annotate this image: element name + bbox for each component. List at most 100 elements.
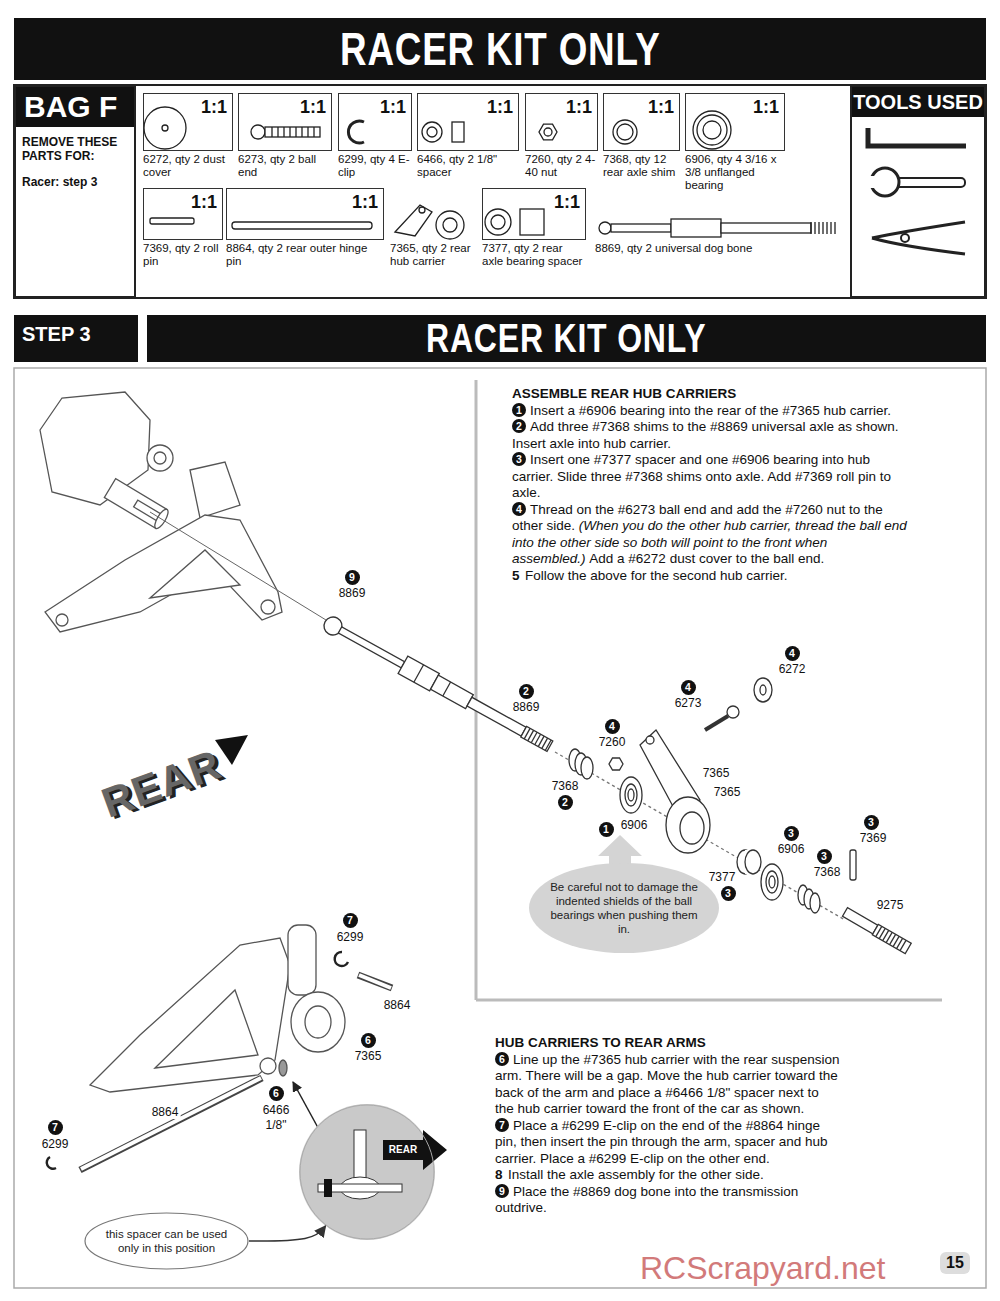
tools-title: TOOLS USED: [852, 87, 984, 117]
callout-number: 6: [269, 1086, 284, 1101]
tool-icon: [895, 178, 965, 187]
instruction-text: Add three #7368 shims to the #8869 unive…: [512, 419, 898, 451]
dog-bone-drawing: [414, 665, 452, 698]
part-cell: 1:16273, qty 2 ball end: [238, 93, 332, 179]
part-cell: 1:16466, qty 2 1/8" spacer: [417, 93, 519, 179]
part-number: 7365: [353, 1049, 384, 1063]
callout-oval: Be careful not to damage the indented sh…: [528, 862, 720, 954]
arm-drawing: [47, 1157, 56, 1169]
arm-drawing: [359, 975, 391, 988]
hub-carrier-drawing: [745, 850, 761, 874]
part-icon: [613, 120, 637, 144]
part-icon: [232, 222, 372, 229]
tools-panel: TOOLS USED: [850, 85, 986, 298]
transmission-drawing: [150, 550, 240, 598]
instruction-paragraph: 9Place the #8869 dog bone into the trans…: [495, 1184, 840, 1217]
part-icon: [144, 107, 186, 149]
panel-frame: [14, 85, 986, 298]
dog-bone-drawing: [521, 726, 553, 751]
hub-carrier-drawing: [625, 784, 637, 806]
tool-icon: [872, 222, 965, 254]
oval-outline: [84, 1212, 249, 1270]
oval-outline: [528, 862, 720, 954]
instruction-paragraph: 8Install the axle assembly for the other…: [495, 1167, 840, 1184]
bag-panel: BAG FREMOVE THESE PARTS FOR:Racer: step …: [14, 85, 136, 298]
tool-icon: [868, 128, 966, 146]
step-number: 3: [512, 452, 526, 466]
hub-carrier-drawing: [628, 789, 634, 801]
transmission-drawing: [40, 392, 326, 632]
part-caption: 8869, qty 2 universal dog bone: [595, 242, 840, 255]
arm-drawing: [291, 992, 345, 1052]
tool-icon: [901, 234, 909, 242]
arm-drawing: [155, 990, 258, 1068]
panel-frame: [14, 85, 986, 1288]
part-number: 6299: [335, 930, 366, 944]
part-cell: 1:17260, qty 2 4-40 nut: [525, 93, 598, 179]
part-icon: [443, 218, 457, 232]
panel-frame: [475, 380, 478, 1000]
oval-shape: [529, 863, 719, 953]
part-area: [390, 188, 480, 240]
callout-number: 7: [343, 913, 358, 928]
hub-carrier-drawing: [843, 908, 878, 934]
dog-bone-drawing: [431, 675, 474, 708]
hub-carrier-drawing: [754, 678, 772, 702]
scale-label: 1:1: [191, 192, 217, 212]
part-icon: [162, 125, 168, 131]
hub-carrier-drawing: [581, 757, 593, 779]
part-icon: [544, 128, 552, 136]
hub-carrier-drawing: [680, 812, 704, 844]
tool-icon: [868, 128, 966, 254]
part-icon: [452, 122, 464, 142]
callout-number: 9: [345, 570, 360, 585]
part-cell: 1:17368, qty 12 rear axle shim: [603, 93, 680, 179]
hub-carrier-drawing: [876, 926, 906, 950]
hub-carrier-drawing: [620, 777, 642, 813]
dog-bone-drawing: [320, 613, 554, 755]
transmission-drawing: [190, 462, 240, 518]
arm-drawing: [80, 1078, 262, 1170]
step-number: 4: [512, 502, 526, 516]
part-number: 8864: [150, 1105, 181, 1119]
instruction-block: HUB CARRIERS TO REAR ARMS6Line up the #7…: [495, 1035, 840, 1217]
instruction-paragraph: 4Thread on the #6273 ball end and add th…: [512, 502, 912, 568]
instruction-paragraph: 2Add three #7368 shims to the #8869 univ…: [512, 419, 912, 452]
connector-group: [249, 1226, 326, 1241]
instruction-paragraph: 6Line up the #7365 hub carrier with the …: [495, 1052, 840, 1118]
inset-drawing: [324, 1179, 332, 1197]
instruction-text: Follow the above for the second hub carr…: [525, 568, 788, 583]
instruction-text: Insert a #6906 bearing into the rear of …: [530, 403, 891, 418]
instruction-paragraph: 3Insert one #7377 spacer and one #6906 b…: [512, 452, 912, 502]
arm-drawing: [81, 1078, 261, 1169]
scale-label: 1:1: [300, 97, 326, 117]
part-number: 7365: [701, 766, 732, 780]
scale-frame: 1:1: [338, 93, 412, 151]
part-icon: [491, 215, 505, 229]
step-number: 2: [512, 419, 526, 433]
part-number: 7260: [597, 735, 628, 749]
instruction-paragraph: HUB CARRIERS TO REAR ARMS: [495, 1035, 840, 1052]
hub-carrier-drawing: [761, 864, 783, 900]
arm-drawing: [279, 1060, 287, 1076]
transmission-drawing: [40, 392, 150, 505]
part-number: 6272: [777, 662, 808, 676]
bag-note: REMOVE THESE PARTS FOR:: [16, 127, 134, 163]
part-icon: [520, 209, 544, 235]
part-cell: 7365, qty 2 rear hub carrier: [390, 188, 480, 268]
part-icon: [811, 222, 835, 234]
part-number: 9275: [875, 898, 906, 912]
part-caption: 7365, qty 2 rear hub carrier: [390, 242, 480, 268]
step-box: STEP 3: [14, 315, 138, 362]
callout-number: 4: [605, 719, 620, 734]
bag-title: BAG F: [16, 87, 134, 127]
part-icon: [671, 219, 721, 237]
page-number: 15: [940, 1252, 970, 1274]
hub-carrier-drawing: [666, 797, 710, 853]
scale-label: 1:1: [201, 97, 227, 117]
hub-carrier-drawing: [850, 850, 856, 880]
part-icon: [422, 122, 442, 142]
instruction-paragraph: 5Follow the above for the second hub car…: [512, 568, 912, 585]
scale-frame: 1:1: [238, 93, 332, 151]
